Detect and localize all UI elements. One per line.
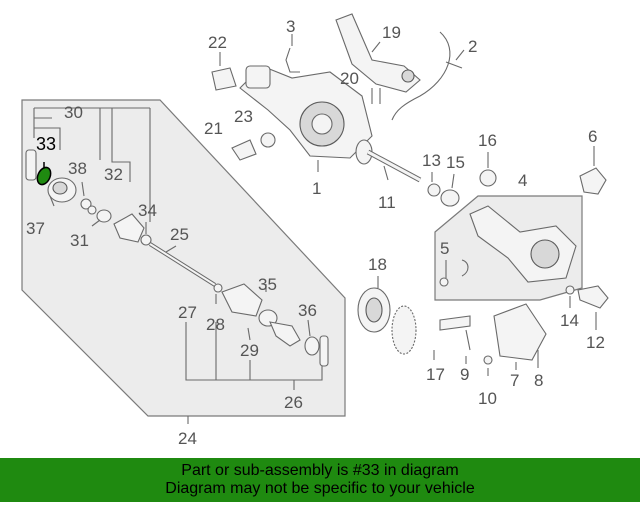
part-joint-outer: [269, 321, 301, 347]
label-21: 21: [204, 119, 223, 138]
label-31: 31: [70, 231, 89, 250]
bracket-26: [185, 322, 323, 390]
notice-banner: Part or sub-assembly is #33 in diagram D…: [0, 458, 640, 502]
label-11: 11: [378, 193, 396, 212]
part-19-arm: [335, 13, 421, 93]
part-31-ring: [96, 209, 112, 223]
part-36-seal: [304, 336, 320, 356]
label-8: 8: [534, 371, 543, 390]
label-37: 37: [26, 219, 45, 238]
part-11-shaft: [355, 139, 422, 183]
part-2-hose: [391, 31, 451, 121]
label-19: 19: [382, 23, 401, 42]
part-33-clip: [25, 149, 52, 186]
part-1-carrier: [239, 65, 373, 159]
label-7: 7: [510, 371, 519, 390]
part-3-bolt: [285, 47, 300, 73]
part-35-boot: [221, 283, 263, 317]
part-15: [440, 189, 460, 207]
label-10: 10: [478, 389, 497, 408]
label-13: 13: [422, 151, 441, 170]
label-30: 30: [64, 103, 83, 122]
label-26: 26: [284, 393, 303, 412]
part-20-bolts: [371, 88, 381, 104]
label-12: 12: [586, 333, 605, 352]
label-36: 36: [298, 301, 317, 320]
label-14: 14: [560, 311, 579, 330]
label-1: 1: [312, 179, 321, 198]
label-28: 28: [206, 315, 225, 334]
label-6: 6: [588, 127, 597, 146]
part-17-gear: [391, 305, 417, 355]
label-3: 3: [286, 17, 295, 36]
label-32: 32: [104, 165, 123, 184]
part-18-case: [357, 287, 391, 333]
part-7-cover: [493, 303, 547, 361]
label-35: 35: [258, 275, 277, 294]
part-14: [565, 285, 575, 295]
label-24: 24: [178, 429, 197, 448]
part-6: [579, 167, 607, 195]
banner-line-2: Diagram may not be specific to your vehi…: [165, 480, 475, 497]
label-4: 4: [518, 171, 527, 190]
part-38: [80, 198, 92, 210]
parts-diagram: 1 2 3 4 5 6 7 8 9 10 11 12 13 14 15 16 1…: [21, 13, 609, 448]
part-22-mount: [211, 67, 237, 91]
label-20: 20: [340, 69, 359, 88]
part-21: [231, 139, 257, 161]
part-26-stub: [319, 335, 329, 367]
label-18: 18: [368, 255, 387, 274]
part-23: [260, 132, 276, 148]
part-32-boot: [113, 213, 145, 243]
banner-line-1: Part or sub-assembly is #33 in diagram: [181, 462, 459, 479]
label-25: 25: [170, 225, 189, 244]
label-5: 5: [440, 239, 449, 258]
label-27: 27: [178, 303, 197, 322]
label-38: 38: [68, 159, 87, 178]
part-4-diff: [469, 205, 577, 283]
axle-shaft-panel: [21, 99, 346, 417]
bracket-30: [33, 107, 151, 222]
part-13: [427, 183, 441, 197]
part-34-band: [140, 234, 152, 246]
label-16: 16: [478, 131, 497, 150]
label-33: 33: [36, 134, 56, 154]
part-10: [483, 355, 493, 365]
label-9: 9: [460, 365, 469, 384]
label-2: 2: [468, 37, 477, 56]
label-29: 29: [240, 341, 259, 360]
label-23: 23: [234, 107, 253, 126]
part-12: [577, 285, 609, 309]
label-17: 17: [426, 365, 445, 384]
part-16: [479, 169, 497, 187]
leader-lines: [49, 34, 597, 376]
part-5: [461, 259, 469, 277]
part-9-bolt: [465, 329, 471, 351]
part-pinion: [439, 315, 471, 331]
label-22: 22: [208, 33, 227, 52]
label-15: 15: [446, 153, 465, 172]
label-34: 34: [138, 201, 157, 220]
part-37-joint: [47, 177, 77, 203]
